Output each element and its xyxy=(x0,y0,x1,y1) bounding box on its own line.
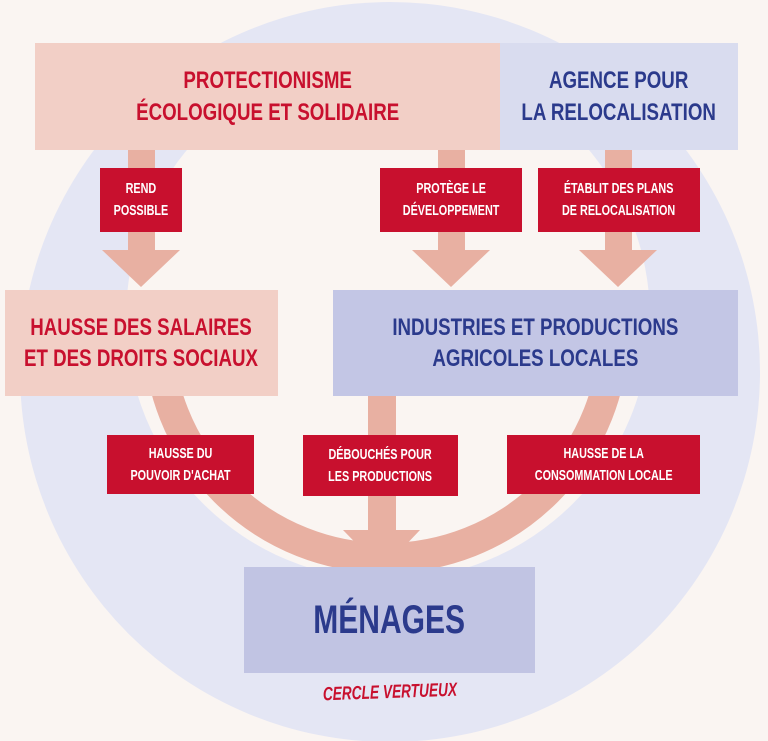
label-debouches: DÉBOUCHÉS POUR LES PRODUCTIONS xyxy=(303,435,458,496)
node-salaires: HAUSSE DES SALAIRES ET DES DROITS SOCIAUX xyxy=(5,290,278,396)
label-line: LES PRODUCTIONS xyxy=(328,467,433,485)
node-protectionnisme: PROTECTIONISME ÉCOLOGIQUE ET SOLIDAIRE xyxy=(35,43,500,150)
label-consommation: HAUSSE DE LA CONSOMMATION LOCALE xyxy=(507,435,700,494)
node-line: INDUSTRIES ET PRODUCTIONS xyxy=(392,313,679,341)
node-menages: MÉNAGES xyxy=(244,567,535,673)
node-line: AGRICOLES LOCALES xyxy=(432,345,639,372)
label-line: PROTÈGE LE xyxy=(416,180,486,198)
label-line: POSSIBLE xyxy=(113,202,169,219)
label-line: DE RELOCALISATION xyxy=(562,202,676,219)
label-line: POUVOIR D'ACHAT xyxy=(130,466,231,484)
node-line: ÉCOLOGIQUE ET SOLIDAIRE xyxy=(135,98,400,126)
label-line: HAUSSE DE LA xyxy=(563,444,644,462)
label-line: ÉTABLIT DES PLANS xyxy=(564,180,674,198)
label-rend-possible: REND POSSIBLE xyxy=(100,168,182,232)
label-etablit: ÉTABLIT DES PLANS DE RELOCALISATION xyxy=(538,168,700,232)
label-protege: PROTÈGE LE DÉVELOPPEMENT xyxy=(380,168,522,232)
node-agence: AGENCE POUR LA RELOCALISATION xyxy=(500,43,738,150)
label-pouvoir-achat: HAUSSE DU POUVOIR D'ACHAT xyxy=(107,435,254,494)
label-line: CONSOMMATION LOCALE xyxy=(534,466,673,484)
label-line: DÉBOUCHÉS POUR xyxy=(328,445,433,463)
node-line: AGENCE POUR xyxy=(549,67,689,95)
label-line: REND xyxy=(125,180,157,198)
label-line: DÉVELOPPEMENT xyxy=(402,202,500,219)
label-line: HAUSSE DU xyxy=(148,444,213,462)
menages-label: MÉNAGES xyxy=(313,598,466,642)
node-line: LA RELOCALISATION xyxy=(521,98,717,126)
node-line: HAUSSE DES SALAIRES xyxy=(30,313,253,341)
node-line: PROTECTIONISME xyxy=(183,67,352,95)
node-industries: INDUSTRIES ET PRODUCTIONS AGRICOLES LOCAL… xyxy=(333,290,738,396)
node-line: ET DES DROITS SOCIAUX xyxy=(24,345,259,372)
